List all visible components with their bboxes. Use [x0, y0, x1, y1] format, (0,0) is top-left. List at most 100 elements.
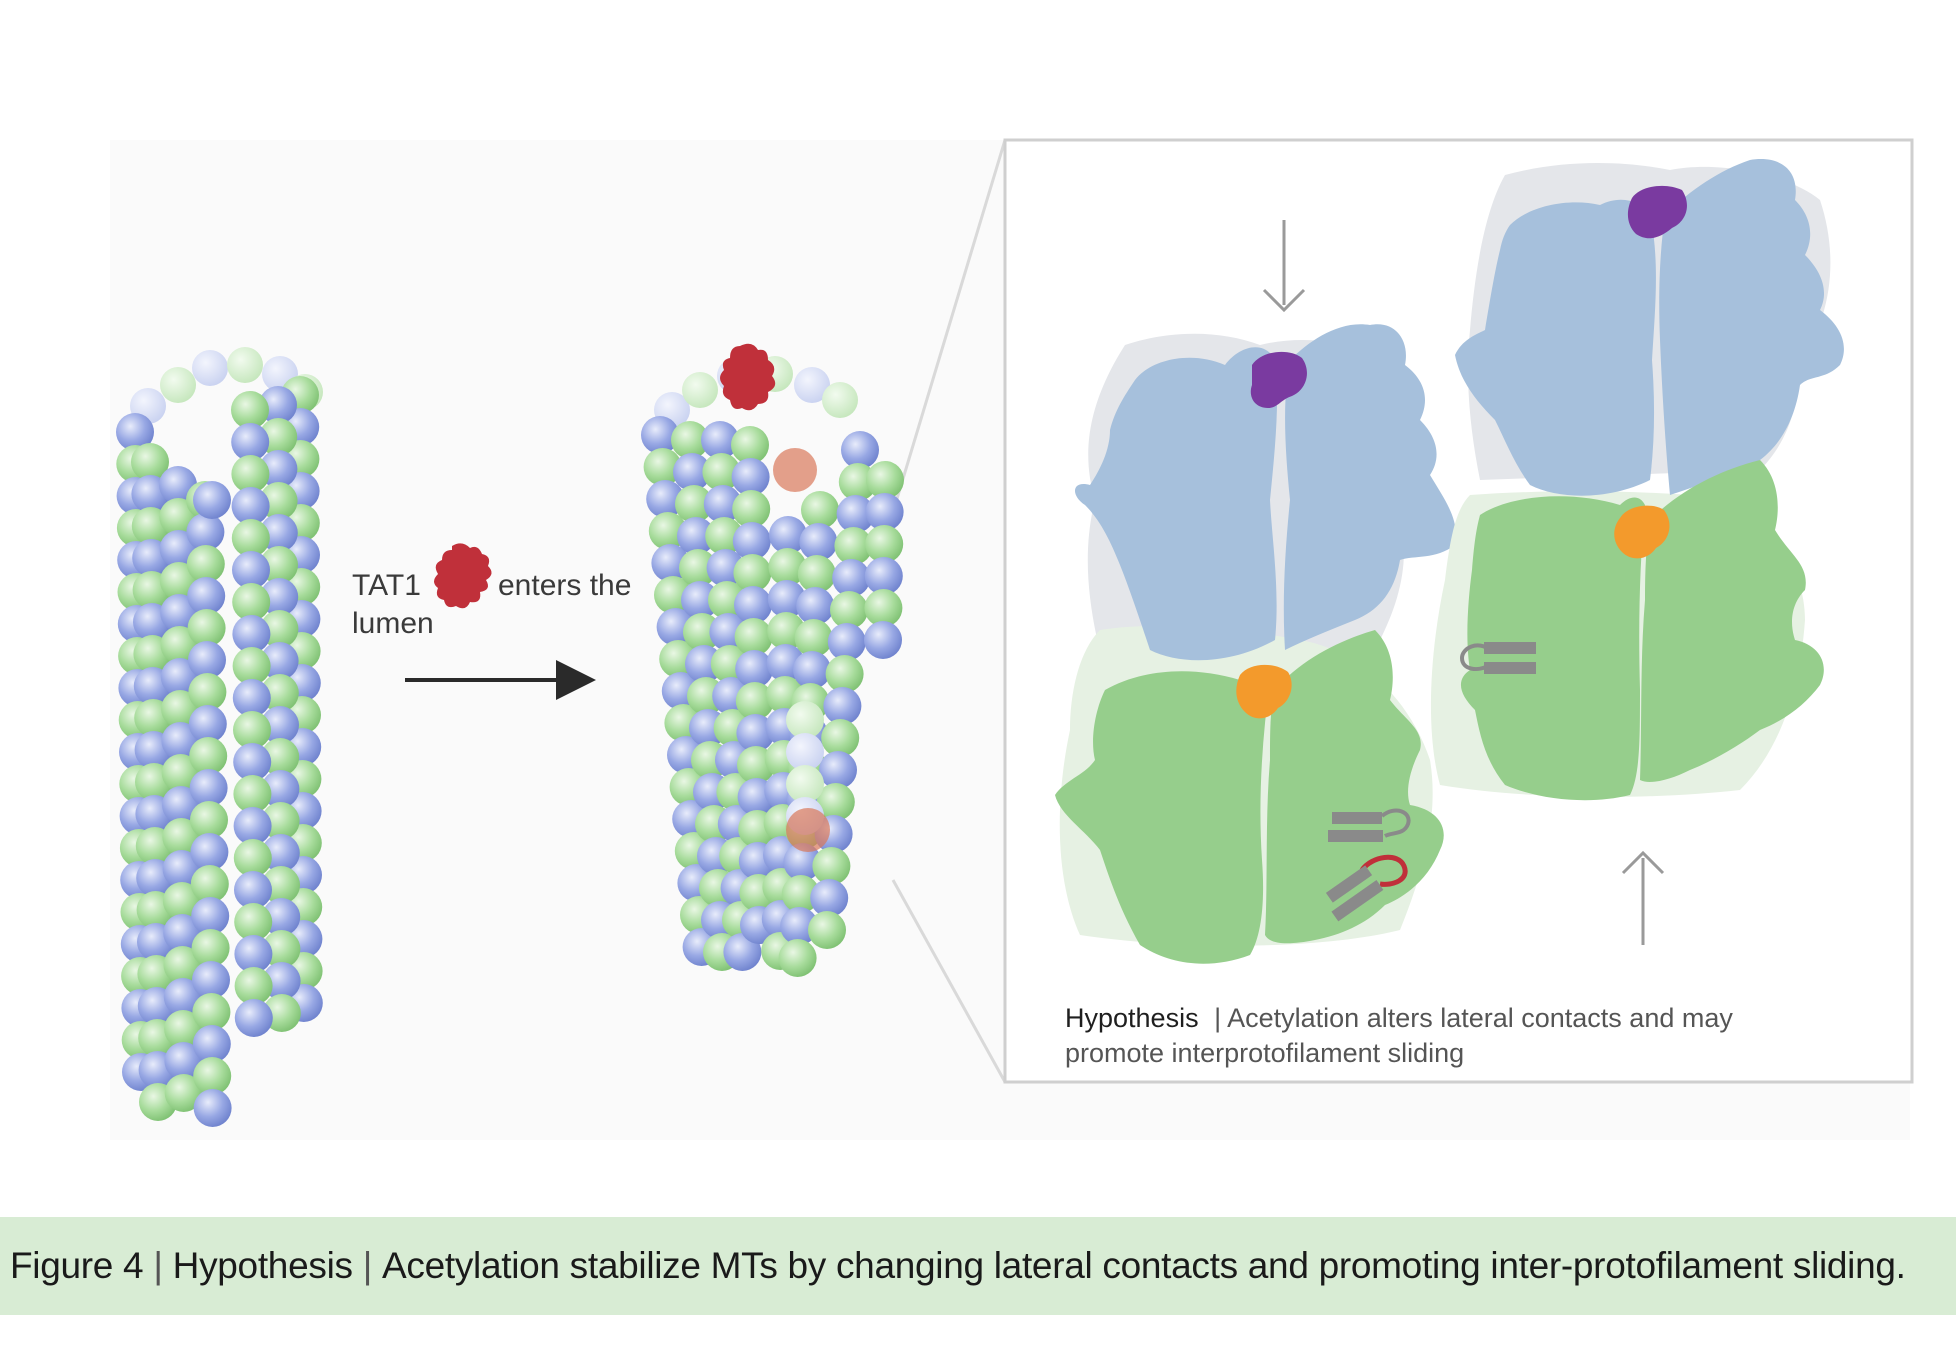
inset-alpha-blue-left — [1074, 347, 1278, 661]
alpha-tubulin-bead — [233, 711, 271, 749]
enters-label: enters the — [498, 569, 631, 602]
beta-tubulin-bead — [841, 431, 879, 469]
beta-tubulin-bead — [190, 833, 229, 871]
alpha-tubulin-bead — [231, 519, 270, 557]
beta-tubulin-bead — [234, 999, 273, 1037]
beta-tubulin-bead — [261, 706, 299, 744]
beta-tubulin-bead — [827, 623, 866, 661]
alpha-tubulin-bead — [735, 682, 774, 720]
beta-tubulin-bead — [234, 871, 272, 909]
beta-tubulin-bead — [780, 907, 819, 945]
beta-tubulin-bead — [260, 578, 299, 616]
lattice-top-bead — [822, 382, 858, 418]
beta-tubulin-bead — [786, 733, 824, 771]
beta-tubulin-bead — [641, 416, 679, 454]
beta-tubulin-bead — [232, 551, 270, 589]
alpha-tubulin-bead — [260, 610, 299, 648]
alpha-tubulin-bead — [233, 775, 272, 813]
beta-tubulin-bead — [823, 687, 862, 725]
beta-tubulin-bead — [836, 495, 875, 533]
beta-tubulin-bead — [259, 514, 298, 552]
beta-tubulin-bead — [832, 559, 871, 597]
lattice-top-bead — [227, 347, 263, 383]
alpha-tubulin-bead — [164, 1074, 203, 1112]
beta-tubulin-bead — [864, 621, 902, 659]
alpha-tubulin-bead — [234, 903, 273, 941]
beta-tubulin-bead — [233, 743, 272, 781]
tat1-label: TAT1 — [352, 569, 421, 602]
beta-tubulin-bead — [186, 513, 225, 551]
caption-text: Acetylation stabilize MTs by changing la… — [382, 1245, 1906, 1286]
beta-tubulin-bead — [162, 786, 200, 824]
beta-tubulin-bead — [188, 705, 227, 743]
caption-figure-label: Figure 4 — [10, 1245, 144, 1286]
inset-green-lower-left — [1055, 671, 1270, 964]
alpha-tubulin-bead — [260, 674, 299, 712]
beta-tubulin-bead — [673, 453, 711, 491]
beta-tubulin-bead — [681, 581, 719, 619]
microtubule-after — [641, 356, 904, 977]
beta-tubulin-bead — [767, 580, 806, 618]
figure-caption: Figure 4 | Hypothesis | Acetylation stab… — [0, 1217, 1956, 1315]
beta-tubulin-bead — [161, 722, 200, 760]
beta-tubulin-bead — [163, 914, 202, 952]
alpha-tubulin-bead — [192, 993, 231, 1031]
alpha-tubulin-bead — [162, 882, 201, 920]
alpha-tubulin-bead — [838, 463, 877, 501]
inset-beta-blue-right — [1283, 324, 1456, 650]
inset-purple-acetyl-right — [1627, 185, 1687, 239]
alpha-tubulin-bead — [816, 783, 855, 821]
beta-tubulin-bead — [799, 523, 838, 561]
beta-tubulin-bead — [232, 679, 271, 717]
alpha-tubulin-bead — [193, 1057, 232, 1095]
beta-tubulin-bead — [732, 522, 771, 560]
alpha-tubulin-bead — [812, 847, 851, 885]
alpha-tubulin-bead — [259, 418, 298, 456]
inset-loop-grey — [1380, 808, 1411, 838]
beta-tubulin-bead — [793, 651, 831, 689]
beta-tubulin-bead — [189, 769, 228, 807]
lattice-top-bead — [192, 350, 228, 386]
alpha-tubulin-bead — [188, 673, 227, 711]
alpha-tubulin-bead — [163, 946, 202, 984]
beta-tubulin-bead — [192, 1025, 231, 1063]
beta-tubulin-bead — [261, 770, 300, 808]
alpha-tubulin-bead — [648, 512, 687, 550]
beta-tubulin-bead — [187, 577, 226, 615]
zoom-line-top — [891, 139, 1007, 513]
alpha-tubulin-bead — [801, 491, 839, 529]
inset-green-right-a — [1460, 496, 1645, 801]
inset-loop-grey-right — [1459, 643, 1492, 672]
alpha-tubulin-bead — [186, 545, 225, 583]
alpha-tubulin-bead — [232, 583, 271, 621]
alpha-tubulin-bead — [821, 719, 860, 757]
alpha-tubulin-bead — [683, 613, 721, 651]
beta-tubulin-bead — [783, 843, 822, 881]
beta-tubulin-bead — [701, 421, 739, 459]
alpha-tubulin-bead — [161, 690, 200, 728]
inset-hypothesis-bold: Hypothesis — [1065, 1003, 1199, 1033]
beta-tubulin-bead — [262, 962, 301, 1000]
beta-tubulin-bead — [231, 487, 270, 525]
inset-strand-5 — [1484, 642, 1536, 654]
lattice-top-bead — [160, 367, 196, 403]
tat1-in-lumen-icon — [786, 808, 830, 852]
beta-tubulin-bead — [234, 935, 273, 973]
alpha-tubulin-bead — [734, 618, 773, 656]
alpha-tubulin-bead — [233, 839, 272, 877]
beta-tubulin-bead — [193, 481, 231, 519]
tat1-at-entry-icon — [720, 343, 776, 411]
inset-purple-acetyl-left — [1250, 351, 1307, 408]
inset-hypothesis-line1: Hypothesis | Acetylation alters lateral … — [1065, 1003, 1733, 1033]
beta-tubulin-bead — [188, 641, 226, 679]
alpha-tubulin-bead — [864, 589, 903, 627]
alpha-tubulin-bead — [797, 555, 836, 593]
alpha-tubulin-bead — [671, 421, 709, 459]
alpha-tubulin-bead — [781, 875, 820, 913]
beta-tubulin-bead — [735, 650, 774, 688]
alpha-tubulin-bead — [866, 461, 904, 499]
alpha-tubulin-bead — [808, 911, 846, 949]
beta-tubulin-bead — [734, 586, 772, 624]
beta-tubulin-bead — [191, 897, 230, 935]
